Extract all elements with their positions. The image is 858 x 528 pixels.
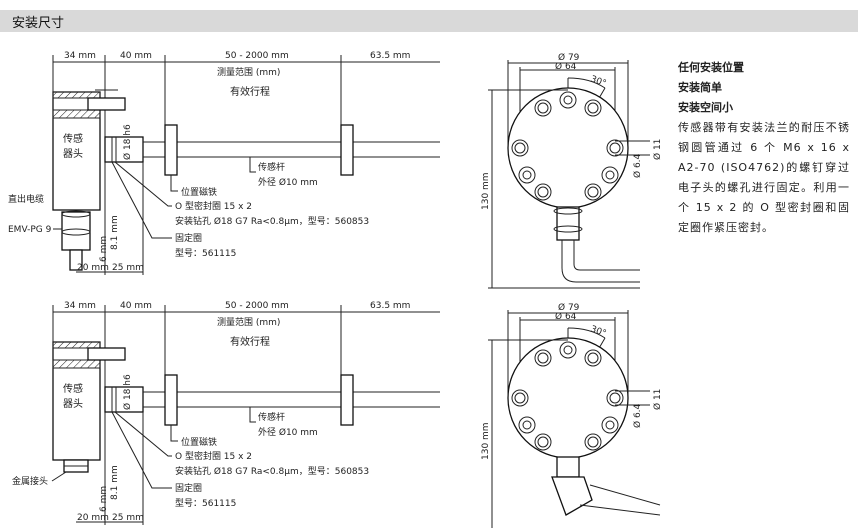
effective-stroke-label: 有效行程 bbox=[230, 335, 270, 348]
oring-label: O 型密封圈 15 x 2 bbox=[175, 450, 252, 462]
mounting-bolt bbox=[87, 97, 126, 111]
dim-d79: Ø 79 bbox=[558, 52, 580, 63]
measuring-range-label: 测量范围 (mm) bbox=[217, 66, 280, 78]
dim-25: 25 mm bbox=[112, 513, 144, 523]
dim-40: 40 mm bbox=[120, 51, 152, 61]
feature-1: 任何安装位置 bbox=[678, 61, 744, 74]
dim-range: 50 - 2000 mm bbox=[225, 301, 289, 311]
feature-2: 安装简单 bbox=[678, 81, 722, 94]
sensor-head-label: 传感 bbox=[63, 382, 83, 395]
cable-label: 直出电缆 bbox=[8, 193, 44, 205]
dim-6: 6 mm bbox=[99, 486, 109, 512]
dim-81: 8.1 mm bbox=[110, 465, 120, 500]
dim-34: 34 mm bbox=[64, 51, 96, 61]
measuring-range-label: 测量范围 (mm) bbox=[217, 316, 280, 328]
dim-25: 25 mm bbox=[112, 263, 144, 273]
sensor-head-label-2: 器头 bbox=[63, 148, 83, 160]
feature-3: 安装空间小 bbox=[678, 101, 733, 114]
dim-6: 6 mm bbox=[99, 236, 109, 262]
rod-label: 传感杆 bbox=[258, 411, 285, 423]
emv-label: EMV-PG 9 bbox=[8, 225, 52, 235]
magnet-label: 位置磁铁 bbox=[181, 436, 217, 448]
dim-63: 63.5 mm bbox=[370, 301, 410, 311]
dim-range: 50 - 2000 mm bbox=[225, 51, 289, 61]
flange-cable-gland bbox=[553, 206, 640, 283]
dim-dia18: Ø 18 h6 bbox=[122, 374, 133, 410]
oring-label: O 型密封圈 15 x 2 bbox=[175, 200, 252, 212]
dim-130: 130 mm bbox=[481, 172, 491, 210]
rod-diameter: 外径 Ø10 mm bbox=[258, 426, 318, 438]
ring-model: 型号：561115 bbox=[175, 498, 236, 509]
ring-label: 固定圈 bbox=[175, 232, 202, 244]
dim-d11: Ø 11 bbox=[652, 139, 663, 160]
section-header: 安装尺寸 bbox=[0, 10, 858, 32]
side-view-connector: 34 mm 40 mm 50 - 2000 mm 63.5 mm 测量范围 (m… bbox=[12, 301, 440, 525]
end-ring bbox=[340, 124, 354, 176]
description-paragraph: 传感器带有安装法兰的耐压不锈钢圆管通过 6 个 M6 x 16 x A2-70 … bbox=[678, 121, 850, 234]
drill-label: 安装钻孔 Ø18 G7 Ra<0.8µm，型号：560853 bbox=[175, 465, 369, 477]
position-magnet bbox=[164, 124, 178, 176]
dim-40: 40 mm bbox=[120, 301, 152, 311]
effective-stroke-label: 有效行程 bbox=[230, 85, 270, 98]
sensor-head-label: 传感 bbox=[63, 132, 83, 145]
dim-20: 20 mm bbox=[77, 513, 109, 523]
cable-gland bbox=[61, 211, 91, 251]
rod-diameter: 外径 Ø10 mm bbox=[258, 176, 318, 188]
rod-label: 传感杆 bbox=[258, 161, 285, 173]
dim-20: 20 mm bbox=[77, 263, 109, 273]
description: 任何安装位置 安装简单 安装空间小 传感器带有安装法兰的耐压不锈钢圆管通过 6 … bbox=[678, 58, 850, 238]
bolt-holes bbox=[511, 91, 624, 201]
magnet-label: 位置磁铁 bbox=[181, 186, 217, 198]
section-title: 安装尺寸 bbox=[12, 16, 65, 31]
flange-view-cable: Ø 79 Ø 64 30° Ø 11 Ø 6.4 130 mm bbox=[481, 52, 663, 289]
dim-81: 8.1 mm bbox=[110, 215, 120, 250]
flange-angled-connector bbox=[551, 456, 661, 516]
dim-angle: 30° bbox=[589, 74, 607, 89]
dim-dia18: Ø 18 h6 bbox=[122, 124, 133, 160]
drill-label: 安装钻孔 Ø18 G7 Ra<0.8µm，型号：560853 bbox=[175, 215, 369, 227]
ring-model: 型号：561115 bbox=[175, 248, 236, 259]
dim-d6-4: Ø 6.4 bbox=[632, 153, 643, 178]
sensor-head-label-2: 器头 bbox=[63, 398, 83, 410]
dim-34: 34 mm bbox=[64, 301, 96, 311]
connector-label: 金属接头 bbox=[12, 475, 48, 487]
dim-d64: Ø 64 bbox=[555, 61, 577, 72]
ring-label: 固定圈 bbox=[175, 482, 202, 494]
side-view-cable: 34 mm 40 mm 50 - 2000 mm 63.5 mm 测量范围 (m… bbox=[8, 51, 440, 275]
dim-63: 63.5 mm bbox=[370, 51, 410, 61]
